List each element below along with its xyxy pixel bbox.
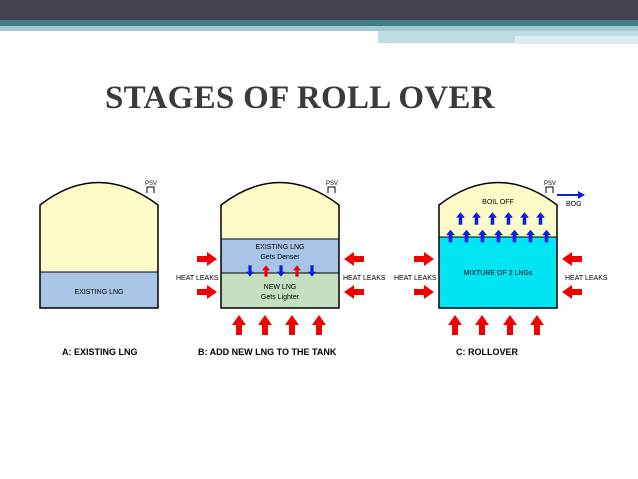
- heat-up-arrow: [503, 315, 517, 335]
- heat-leak-arrow: [562, 285, 582, 299]
- header-accent-stripe: [0, 26, 638, 31]
- heat-up-arrow: [475, 315, 489, 335]
- heat-leak-arrow: [414, 252, 434, 266]
- mixture-label: MIXTURE OF 2 LNGs: [464, 270, 533, 277]
- heat-leak-arrow: [344, 252, 364, 266]
- psv-valve-c: [545, 186, 554, 193]
- heat-leaks-label-b-left: HEAT LEAKS: [176, 275, 219, 282]
- heat-leaks-label-c-left: HEAT LEAKS: [394, 275, 437, 282]
- psv-valve-a: [146, 186, 155, 193]
- caption-b: B: ADD NEW LNG TO THE TANK: [198, 347, 337, 357]
- heat-leak-arrow: [414, 285, 434, 299]
- heat-leak-arrow: [197, 252, 217, 266]
- caption-c: C: ROLLOVER: [456, 347, 518, 357]
- gets-denser-label: Gets Denser: [260, 254, 300, 261]
- tank-a: [39, 181, 159, 309]
- header-bar: [0, 0, 638, 20]
- header-stripe: [0, 20, 638, 26]
- heat-leak-arrow: [197, 285, 217, 299]
- boil-off-label: BOIL OFF: [482, 199, 514, 206]
- heat-up-arrow: [232, 315, 246, 335]
- bog-arrow: [557, 191, 585, 199]
- heat-up-arrow: [258, 315, 272, 335]
- psv-label-c: PSV: [544, 181, 556, 187]
- heat-leak-arrow: [344, 285, 364, 299]
- slide-title: STAGES OF ROLL OVER: [105, 80, 495, 116]
- tank-c: [438, 181, 558, 309]
- gets-lighter-label: Gets Lighter: [261, 294, 300, 301]
- bog-label: BOG: [566, 201, 582, 208]
- heat-up-arrow: [530, 315, 544, 335]
- psv-label-b: PSV: [326, 181, 338, 187]
- heat-leak-arrow: [562, 252, 582, 266]
- heat-leaks-label-c-right: HEAT LEAKS: [565, 275, 608, 282]
- psv-valve-b: [327, 186, 336, 193]
- existing-lng-label-a: EXISTING LNG: [74, 289, 123, 296]
- heat-up-arrow: [285, 315, 299, 335]
- heat-leaks-label-b-right: HEAT LEAKS: [343, 275, 386, 282]
- heat-up-arrow: [448, 315, 462, 335]
- caption-a: A: EXISTING LNG: [62, 347, 138, 357]
- existing-lng-label-b: EXISTING LNG: [255, 244, 304, 251]
- header-accent-block-light: [515, 36, 638, 44]
- new-lng-label: NEW LNG: [264, 284, 297, 291]
- psv-label-a: PSV: [145, 181, 157, 187]
- heat-up-arrow: [312, 315, 326, 335]
